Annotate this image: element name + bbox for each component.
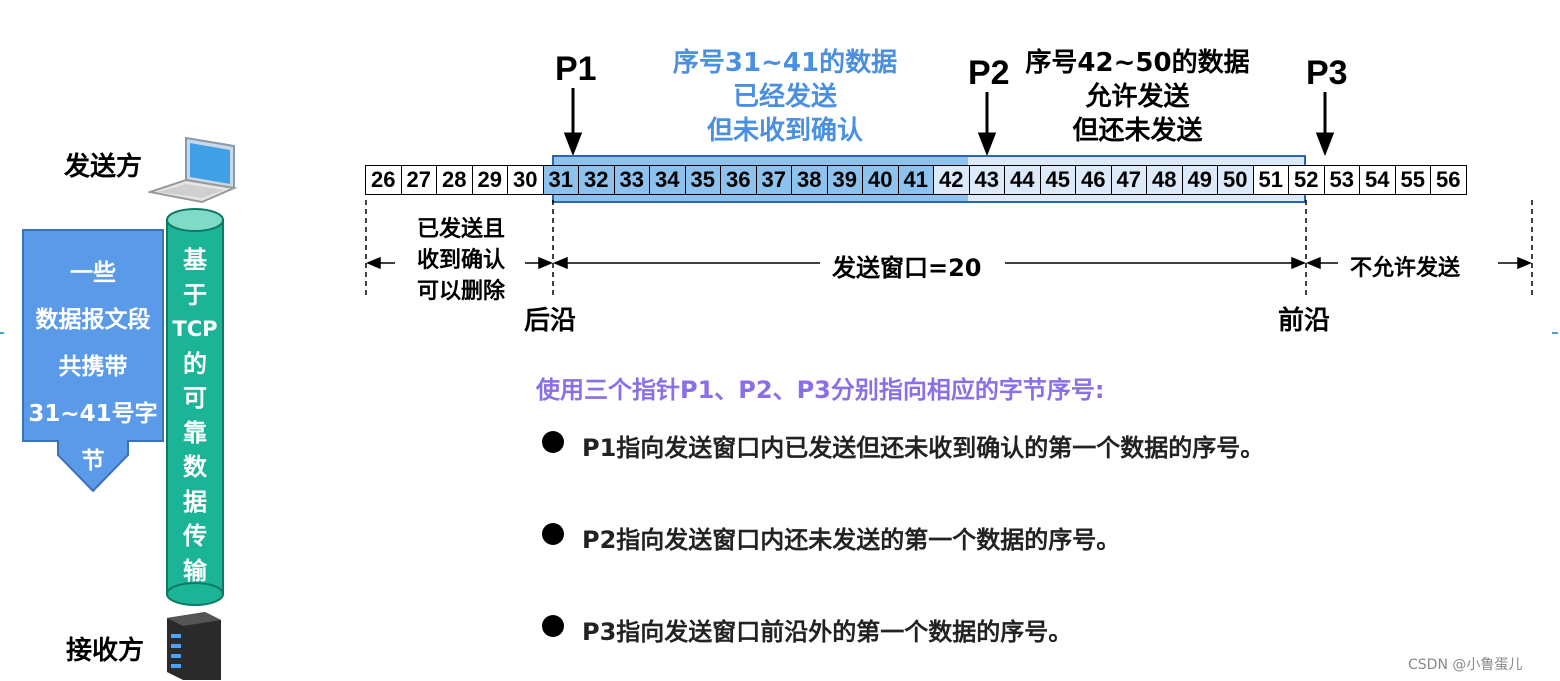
pointer-p1-arrow bbox=[563, 88, 583, 157]
pipe-char: 基 bbox=[183, 246, 207, 274]
bullet-icon bbox=[542, 431, 564, 453]
pipe-char: 可 bbox=[183, 384, 207, 412]
byte-cell: 30 bbox=[507, 165, 544, 195]
server-icon bbox=[167, 612, 221, 680]
pipe-char: TCP bbox=[172, 317, 218, 341]
arrow-line-4: 31~41号字节 bbox=[28, 401, 158, 474]
byte-cell: 41 bbox=[897, 165, 934, 195]
bullet-p2: P2指向发送窗口内还未发送的第一个数据的序号。 bbox=[582, 526, 1121, 554]
window-span-arrow bbox=[553, 256, 1306, 270]
right-edge-marker bbox=[1552, 332, 1558, 334]
byte-cell: 34 bbox=[649, 165, 686, 195]
bullet-icon bbox=[542, 523, 564, 545]
byte-cell: 49 bbox=[1181, 165, 1218, 195]
arrow-line-1: 一些 bbox=[70, 260, 116, 286]
acked-span-arrow bbox=[366, 256, 553, 270]
byte-cell: 44 bbox=[1004, 165, 1041, 195]
byte-cell: 36 bbox=[720, 165, 757, 195]
annotation-line: 收到确认 bbox=[416, 248, 505, 273]
annotation-line: 序号42~50的数据 bbox=[1025, 48, 1250, 78]
byte-cell: 28 bbox=[436, 165, 473, 195]
byte-cell: 35 bbox=[684, 165, 721, 195]
pipe-text: 基 于 TCP 的 可 靠 数 据 传 输 bbox=[163, 243, 227, 588]
pipe-char: 传 bbox=[183, 522, 207, 550]
byte-cell: 29 bbox=[471, 165, 508, 195]
byte-cell: 26 bbox=[365, 165, 402, 195]
bullet-p1: P1指向发送窗口内已发送但还未收到确认的第一个数据的序号。 bbox=[582, 434, 1265, 462]
byte-cell: 37 bbox=[755, 165, 792, 195]
byte-cell: 33 bbox=[613, 165, 650, 195]
pointer-p3-arrow bbox=[1315, 92, 1335, 157]
pipe-char: 数 bbox=[183, 453, 207, 481]
annotation-line: 可以删除 bbox=[416, 279, 505, 304]
annotation-line: 序号31~41的数据 bbox=[672, 48, 898, 78]
window-size-label: 发送窗口=20 bbox=[832, 254, 982, 282]
bullet-p3: P3指向发送窗口前沿外的第一个数据的序号。 bbox=[582, 618, 1073, 646]
annotation-line: 但未收到确认 bbox=[706, 116, 863, 146]
annotation-line: 已发送且 bbox=[416, 217, 505, 242]
not-allowed-label: 不允许发送 bbox=[1350, 256, 1461, 281]
pipe-char: 的 bbox=[183, 349, 207, 378]
left-edge-marker bbox=[0, 332, 4, 334]
pipe-char: 靠 bbox=[183, 418, 207, 447]
byte-cell: 56 bbox=[1430, 165, 1467, 195]
pipe-char: 输 bbox=[183, 556, 207, 585]
sent-unacked-annotation: 序号31~41的数据 已经发送 但未收到确认 bbox=[640, 46, 930, 148]
pointer-p3-label: P3 bbox=[1306, 54, 1348, 92]
annotation-line: 已经发送 bbox=[732, 82, 837, 112]
byte-cell: 53 bbox=[1323, 165, 1360, 195]
arrow-line-2: 数据报文段 bbox=[35, 307, 151, 333]
front-edge-label: 前沿 bbox=[1278, 306, 1331, 336]
annotation-line: 但还未发送 bbox=[1072, 116, 1203, 146]
byte-cell: 54 bbox=[1359, 165, 1396, 195]
allowed-unsent-annotation: 序号42~50的数据 允许发送 但还未发送 bbox=[1000, 46, 1275, 148]
byte-cell: 31 bbox=[542, 165, 579, 195]
laptop-icon bbox=[148, 136, 238, 204]
data-flow-arrow bbox=[22, 229, 164, 493]
pointer-p1-label: P1 bbox=[555, 50, 597, 88]
explanation-heading: 使用三个指针P1、P2、P3分别指向相应的字节序号: bbox=[536, 376, 1105, 404]
pointer-p2-arrow bbox=[977, 92, 997, 157]
byte-cell: 45 bbox=[1039, 165, 1076, 195]
not-allowed-span-arrow bbox=[1306, 256, 1532, 270]
pointer-p2-label: P2 bbox=[968, 54, 1010, 92]
byte-cell: 48 bbox=[1146, 165, 1183, 195]
receiver-label: 接收方 bbox=[66, 636, 145, 666]
rear-edge-label: 后沿 bbox=[524, 306, 577, 336]
arrow-line-3: 共携带 bbox=[58, 354, 128, 380]
byte-cell: 38 bbox=[791, 165, 828, 195]
byte-cell: 40 bbox=[862, 165, 899, 195]
tcp-pipe bbox=[166, 208, 224, 606]
byte-cell: 32 bbox=[578, 165, 615, 195]
arrow-text: 一些 数据报文段 共携带 31~41号字节 bbox=[22, 250, 164, 485]
byte-cell: 39 bbox=[826, 165, 863, 195]
byte-cell: 42 bbox=[933, 165, 970, 195]
pipe-char: 据 bbox=[183, 487, 207, 516]
watermark: CSDN @小鲁蛋儿 bbox=[1408, 657, 1523, 673]
byte-cell: 50 bbox=[1217, 165, 1254, 195]
pipe-char: 于 bbox=[183, 280, 207, 309]
byte-cell: 27 bbox=[400, 165, 437, 195]
acked-annotation: 已发送且 收到确认 可以删除 bbox=[400, 214, 522, 307]
byte-cell: 46 bbox=[1075, 165, 1112, 195]
byte-cell: 51 bbox=[1252, 165, 1289, 195]
sender-label: 发送方 bbox=[64, 152, 143, 182]
annotation-line: 允许发送 bbox=[1085, 82, 1190, 112]
bullet-icon bbox=[542, 615, 564, 637]
byte-cell: 55 bbox=[1394, 165, 1431, 195]
byte-cell: 47 bbox=[1110, 165, 1147, 195]
